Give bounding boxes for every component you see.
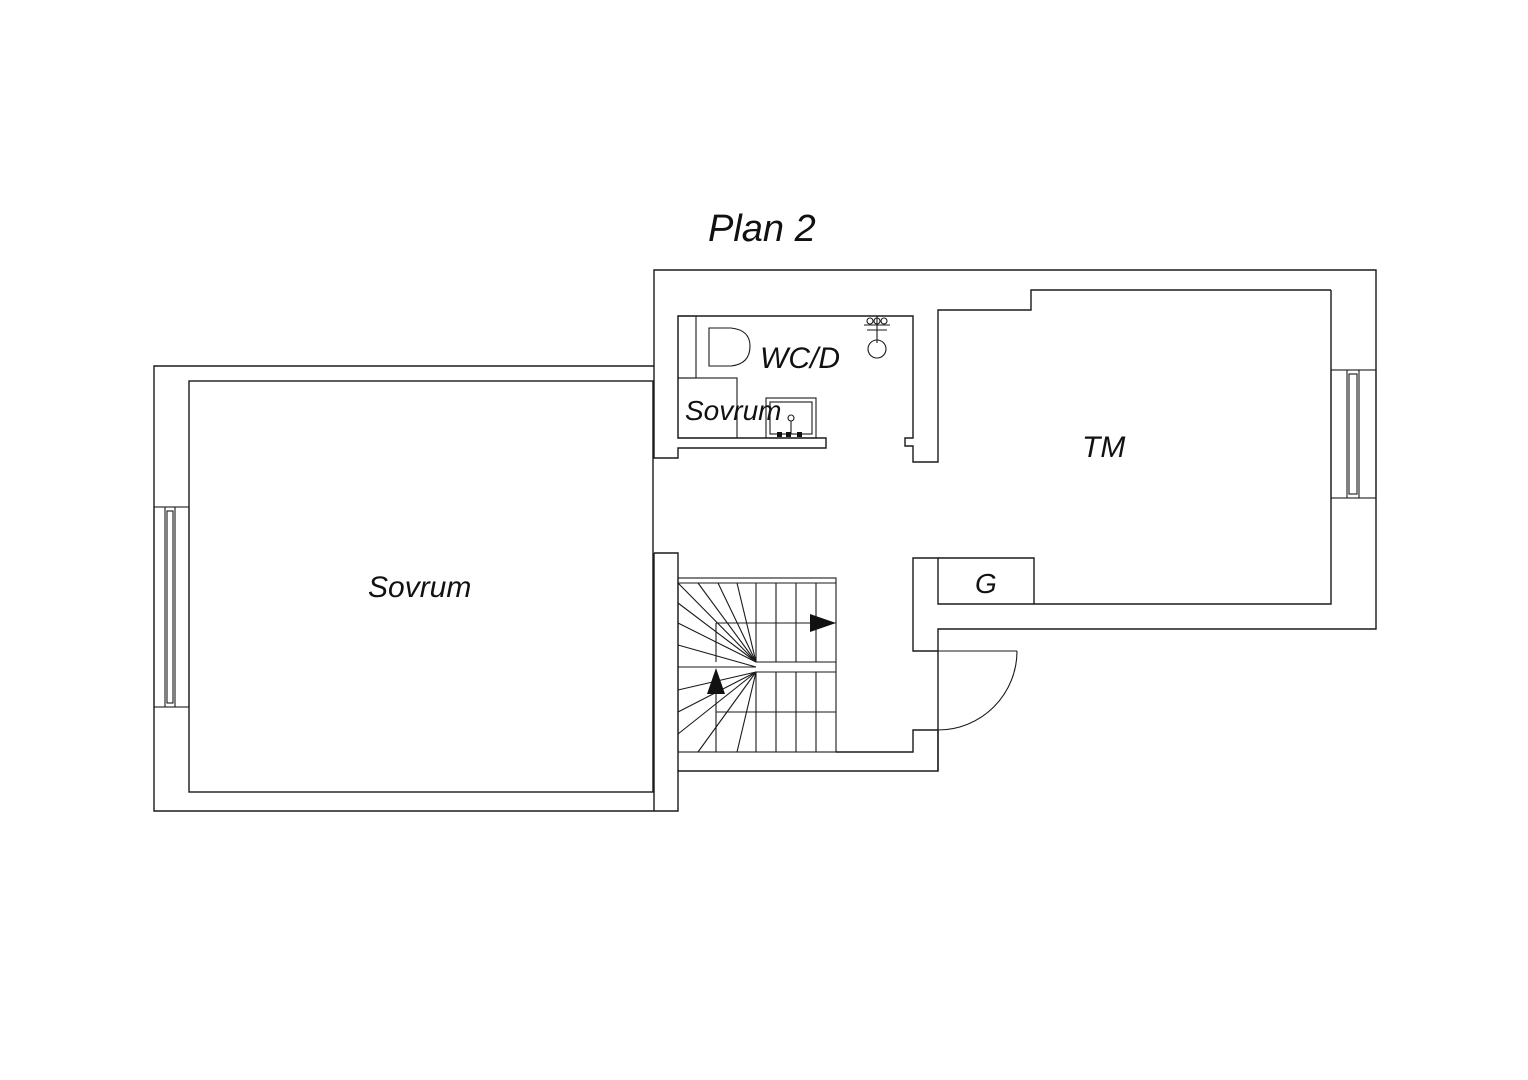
sink-icon bbox=[765, 397, 817, 439]
bedroom-left: Sovrum bbox=[153, 380, 654, 793]
bedroom-right: TM bbox=[912, 290, 1377, 652]
window-left bbox=[153, 506, 190, 708]
door bbox=[937, 650, 1018, 731]
window-right bbox=[1330, 369, 1377, 499]
room-label-laundry: Sovrum bbox=[685, 395, 781, 426]
room-label-closet: G bbox=[975, 568, 997, 599]
room-label-bathroom: WC/D bbox=[760, 342, 840, 375]
room-label-bedroom-left: Sovrum bbox=[368, 571, 471, 604]
room-label-bedroom-right: TM bbox=[1082, 431, 1125, 464]
stair-arrow-up-icon bbox=[707, 668, 725, 694]
shower-icon bbox=[864, 316, 890, 359]
stair-arrow-right-icon bbox=[810, 614, 836, 632]
plan-title: Plan 2 bbox=[708, 208, 816, 250]
bathroom: Sovrum WC/D bbox=[653, 289, 1331, 463]
toilet-icon bbox=[677, 315, 751, 379]
closet: G bbox=[938, 557, 1035, 604]
laundry-machine: Sovrum bbox=[677, 377, 781, 439]
staircase bbox=[677, 577, 837, 753]
